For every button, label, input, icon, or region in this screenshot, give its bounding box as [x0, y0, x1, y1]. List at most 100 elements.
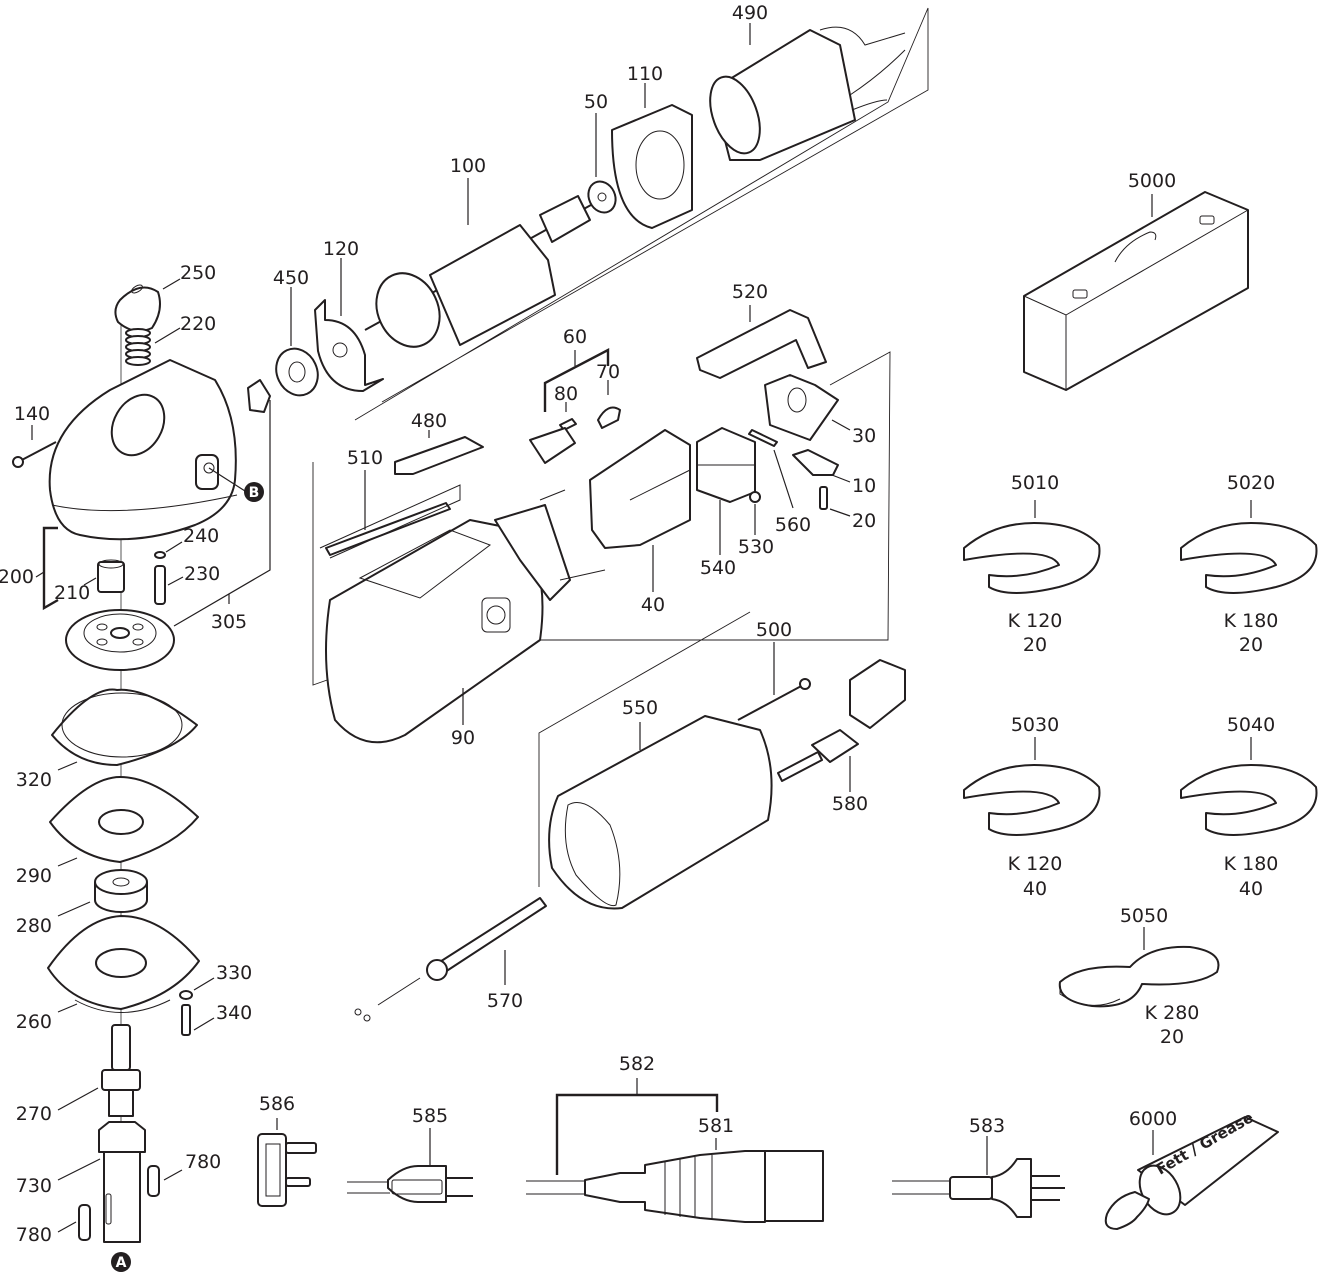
label-500: 500 — [756, 619, 792, 641]
part-520-bracket — [696, 309, 827, 379]
part-490-field-coil — [709, 26, 906, 161]
label-280: 280 — [16, 915, 52, 937]
label-230: 230 — [184, 563, 220, 585]
part-320-gasket — [51, 688, 198, 766]
label-240: 240 — [183, 525, 219, 547]
part-580-cable-guard — [777, 659, 906, 782]
label-200: 200 — [0, 566, 34, 588]
label-30: 30 — [852, 425, 876, 447]
marker-a: A — [111, 1252, 131, 1272]
motor-group-frame — [354, 7, 929, 421]
label-110: 110 — [627, 63, 663, 85]
part-480-switch-slide — [394, 436, 484, 475]
accessories: 5000 5010 K 120 20 5020 K 180 20 5030 K … — [963, 170, 1318, 1048]
part-340-screw — [181, 1004, 191, 1036]
svg-text:A: A — [116, 1255, 127, 1271]
label-6000: 6000 — [1129, 1108, 1177, 1130]
part-730-sleeve — [98, 1121, 146, 1243]
belt-5040-width: 40 — [1239, 878, 1263, 900]
part-210-needle-bearing — [97, 561, 125, 593]
part-40-switch — [589, 429, 691, 549]
belt-5010-part: 5010 — [1011, 472, 1059, 494]
belt-5030-part: 5030 — [1011, 714, 1059, 736]
label-586: 586 — [259, 1093, 295, 1115]
label-780-left: 780 — [16, 1224, 52, 1246]
plugs-row: 586 585 582 581 — [257, 1053, 1279, 1230]
part-780-key-right — [147, 1165, 160, 1197]
label-330: 330 — [216, 962, 252, 984]
part-70-carbon-brush — [597, 406, 621, 429]
label-520: 520 — [732, 281, 768, 303]
belt-5010-grit: K 120 — [1008, 610, 1063, 632]
marker-b: B — [244, 482, 264, 502]
label-450: 450 — [273, 267, 309, 289]
label-40: 40 — [641, 594, 665, 616]
bracket-60 — [543, 348, 610, 412]
belt-5010-width: 20 — [1023, 634, 1047, 656]
label-5000: 5000 — [1128, 170, 1176, 192]
belt-5050: 5050 K 280 20 — [1058, 905, 1220, 1048]
label-550: 550 — [622, 697, 658, 719]
casing-group-frame — [538, 611, 751, 887]
part-250-cap — [114, 284, 161, 332]
gear-head-assembly: 250 220 140 B — [0, 262, 271, 1272]
label-585: 585 — [412, 1105, 448, 1127]
part-110-fan-guide — [611, 104, 693, 229]
label-260: 260 — [16, 1011, 52, 1033]
label-580: 580 — [832, 793, 868, 815]
label-560: 560 — [775, 514, 811, 536]
part-305-pinion — [247, 379, 271, 413]
belt-5050-width: 20 — [1160, 1026, 1184, 1048]
belt-5040: 5040 K 180 40 — [1180, 714, 1318, 900]
label-270: 270 — [16, 1103, 52, 1125]
belt-5040-part: 5040 — [1227, 714, 1275, 736]
part-586-uk-plug — [257, 1133, 317, 1207]
part-560-rod — [748, 429, 778, 447]
part-450-bearing — [275, 347, 319, 397]
label-120: 120 — [323, 238, 359, 260]
part-220-spring — [125, 328, 151, 366]
label-510: 510 — [347, 447, 383, 469]
label-540: 540 — [700, 557, 736, 579]
label-320: 320 — [16, 769, 52, 791]
part-10-clamp — [792, 449, 839, 476]
part-280-bearing — [94, 869, 148, 913]
label-305: 305 — [211, 611, 247, 633]
label-290: 290 — [16, 865, 52, 887]
part-510-slide-bar — [319, 484, 461, 559]
housing-switch-assembly: 480 510 90 60 80 — [312, 281, 891, 749]
belt-5050-grit: K 280 — [1145, 1002, 1200, 1024]
label-583: 583 — [969, 1115, 1005, 1137]
label-480: 480 — [411, 410, 447, 432]
part-570-cable-sleeve — [354, 897, 547, 1022]
part-240-ring — [154, 551, 166, 559]
part-305-bevel-gear — [65, 609, 175, 671]
belt-5020-grit: K 180 — [1224, 610, 1279, 632]
svg-text:B: B — [249, 485, 260, 501]
label-70: 70 — [596, 361, 620, 383]
part-583-plug — [892, 1158, 1065, 1218]
part-550-casing — [548, 715, 773, 910]
label-100: 100 — [450, 155, 486, 177]
label-140: 140 — [14, 403, 50, 425]
part-330-washer — [179, 990, 193, 1000]
label-581: 581 — [698, 1115, 734, 1137]
label-50: 50 — [584, 91, 608, 113]
part-50-bearing — [587, 180, 617, 214]
motor-assembly: 450 120 100 50 110 — [273, 2, 929, 421]
label-490: 490 — [732, 2, 768, 24]
label-80: 80 — [554, 383, 578, 405]
belt-5030-width: 40 — [1023, 878, 1047, 900]
label-250: 250 — [180, 262, 216, 284]
bracket-200 — [42, 526, 59, 611]
housing-group-frame — [312, 351, 891, 686]
belt-5020: 5020 K 180 20 — [1180, 472, 1318, 656]
part-90-motor-housing — [325, 489, 606, 744]
part-120-baffle — [314, 299, 384, 392]
label-60: 60 — [563, 326, 587, 348]
part-140-screw — [12, 441, 57, 468]
label-10: 10 — [852, 475, 876, 497]
part-230-pin — [154, 565, 166, 605]
part-540-block — [696, 427, 756, 503]
